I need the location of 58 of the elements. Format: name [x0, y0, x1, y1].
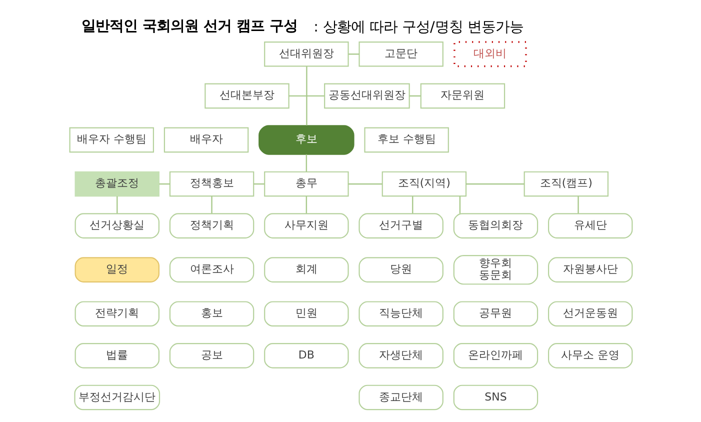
connector — [409, 94, 420, 96]
node-box: 선거운동원 — [548, 300, 632, 326]
node-box: 총괄조정 — [74, 170, 159, 196]
node-box: DB — [264, 342, 348, 368]
node-box: 여론조사 — [168, 256, 254, 282]
node-box: 선대본부장 — [204, 82, 289, 108]
node-box: 일정 — [74, 256, 159, 282]
node-box: 사무지원 — [264, 212, 348, 238]
node-box: 정책기획 — [168, 212, 254, 238]
node-box: 고문단 — [358, 40, 443, 66]
node-box: 후보 수행팀 — [364, 126, 448, 152]
node-box: 온라인까페 — [452, 342, 538, 368]
node-box: SNS — [452, 384, 538, 410]
node-box: 직능단체 — [358, 300, 443, 326]
node-box: 향우회 동문회 — [452, 254, 538, 284]
diagram-title: 일반적인 국회의원 선거 캠프 구성 : 상황에 따라 구성/명칭 변동가능 — [80, 18, 523, 35]
node-box: 종교단체 — [358, 384, 443, 410]
node-box: 동협의회장 — [452, 212, 538, 238]
node-box: 대외비 — [453, 40, 526, 67]
node-box: 후보 — [258, 124, 354, 154]
connector — [306, 66, 307, 125]
node-box: 공보 — [168, 342, 254, 368]
connector — [116, 196, 118, 213]
node-box: 부정선거감시단 — [74, 384, 160, 410]
connector — [348, 53, 359, 54]
connector — [210, 196, 212, 213]
node-box: 조직(지역) — [381, 170, 466, 196]
node-box: 자원봉사단 — [548, 256, 632, 282]
node-box: 법률 — [74, 342, 159, 368]
node-box: 공동선대위원장 — [324, 82, 410, 108]
node-box: 자생단체 — [358, 342, 443, 368]
node-box: 민원 — [264, 300, 348, 326]
node-box: 전략기획 — [74, 300, 159, 326]
node-box: 공무원 — [452, 300, 538, 326]
connector — [348, 182, 382, 184]
node-box: 배우자 — [163, 126, 248, 152]
node-box: 당원 — [358, 256, 443, 282]
node-box: 선거상황실 — [74, 212, 159, 238]
node-box: 총무 — [264, 170, 348, 196]
node-box: 선대위원장 — [264, 40, 348, 66]
node-box: 선거구별 — [358, 212, 443, 238]
connector — [577, 196, 578, 213]
connector — [288, 94, 324, 96]
node-box: 유세단 — [548, 212, 632, 238]
connector — [466, 182, 524, 184]
node-box: 사무소 운영 — [548, 342, 632, 368]
node-box: 홍보 — [168, 300, 254, 326]
connector — [305, 154, 307, 172]
node-box: 조직(캠프) — [523, 170, 608, 196]
node-box: 회계 — [264, 256, 348, 282]
node-box: 배우자 수행팀 — [68, 126, 154, 152]
connector — [253, 182, 264, 184]
connector — [458, 196, 460, 213]
node-box: 정책홍보 — [168, 170, 254, 196]
connector — [158, 182, 170, 184]
connector — [305, 196, 307, 213]
node-box: 자문위원 — [420, 82, 505, 108]
connector — [412, 196, 413, 213]
